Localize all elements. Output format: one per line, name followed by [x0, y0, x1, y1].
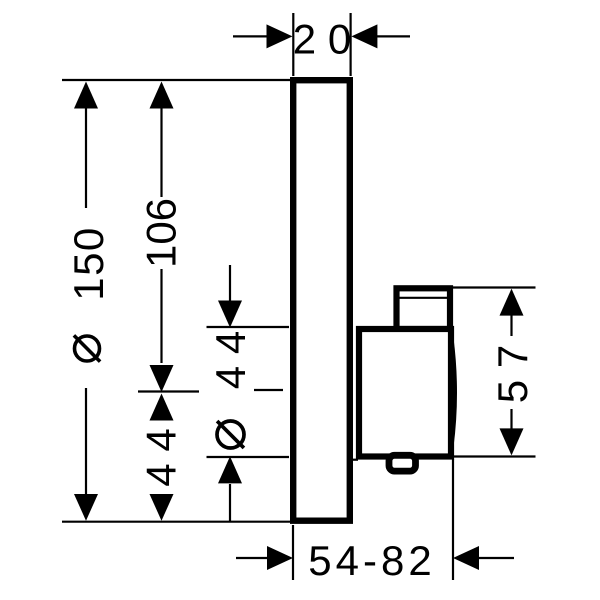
svg-text:150: 150	[65, 226, 112, 301]
svg-text:54-82: 54-82	[308, 537, 435, 584]
svg-text:106: 106	[138, 198, 185, 268]
svg-text:2 0: 2 0	[293, 16, 351, 63]
svg-text:4 4: 4 4	[207, 331, 254, 389]
svg-text:5 7: 5 7	[489, 345, 536, 403]
svg-text:4 4: 4 4	[138, 428, 185, 486]
